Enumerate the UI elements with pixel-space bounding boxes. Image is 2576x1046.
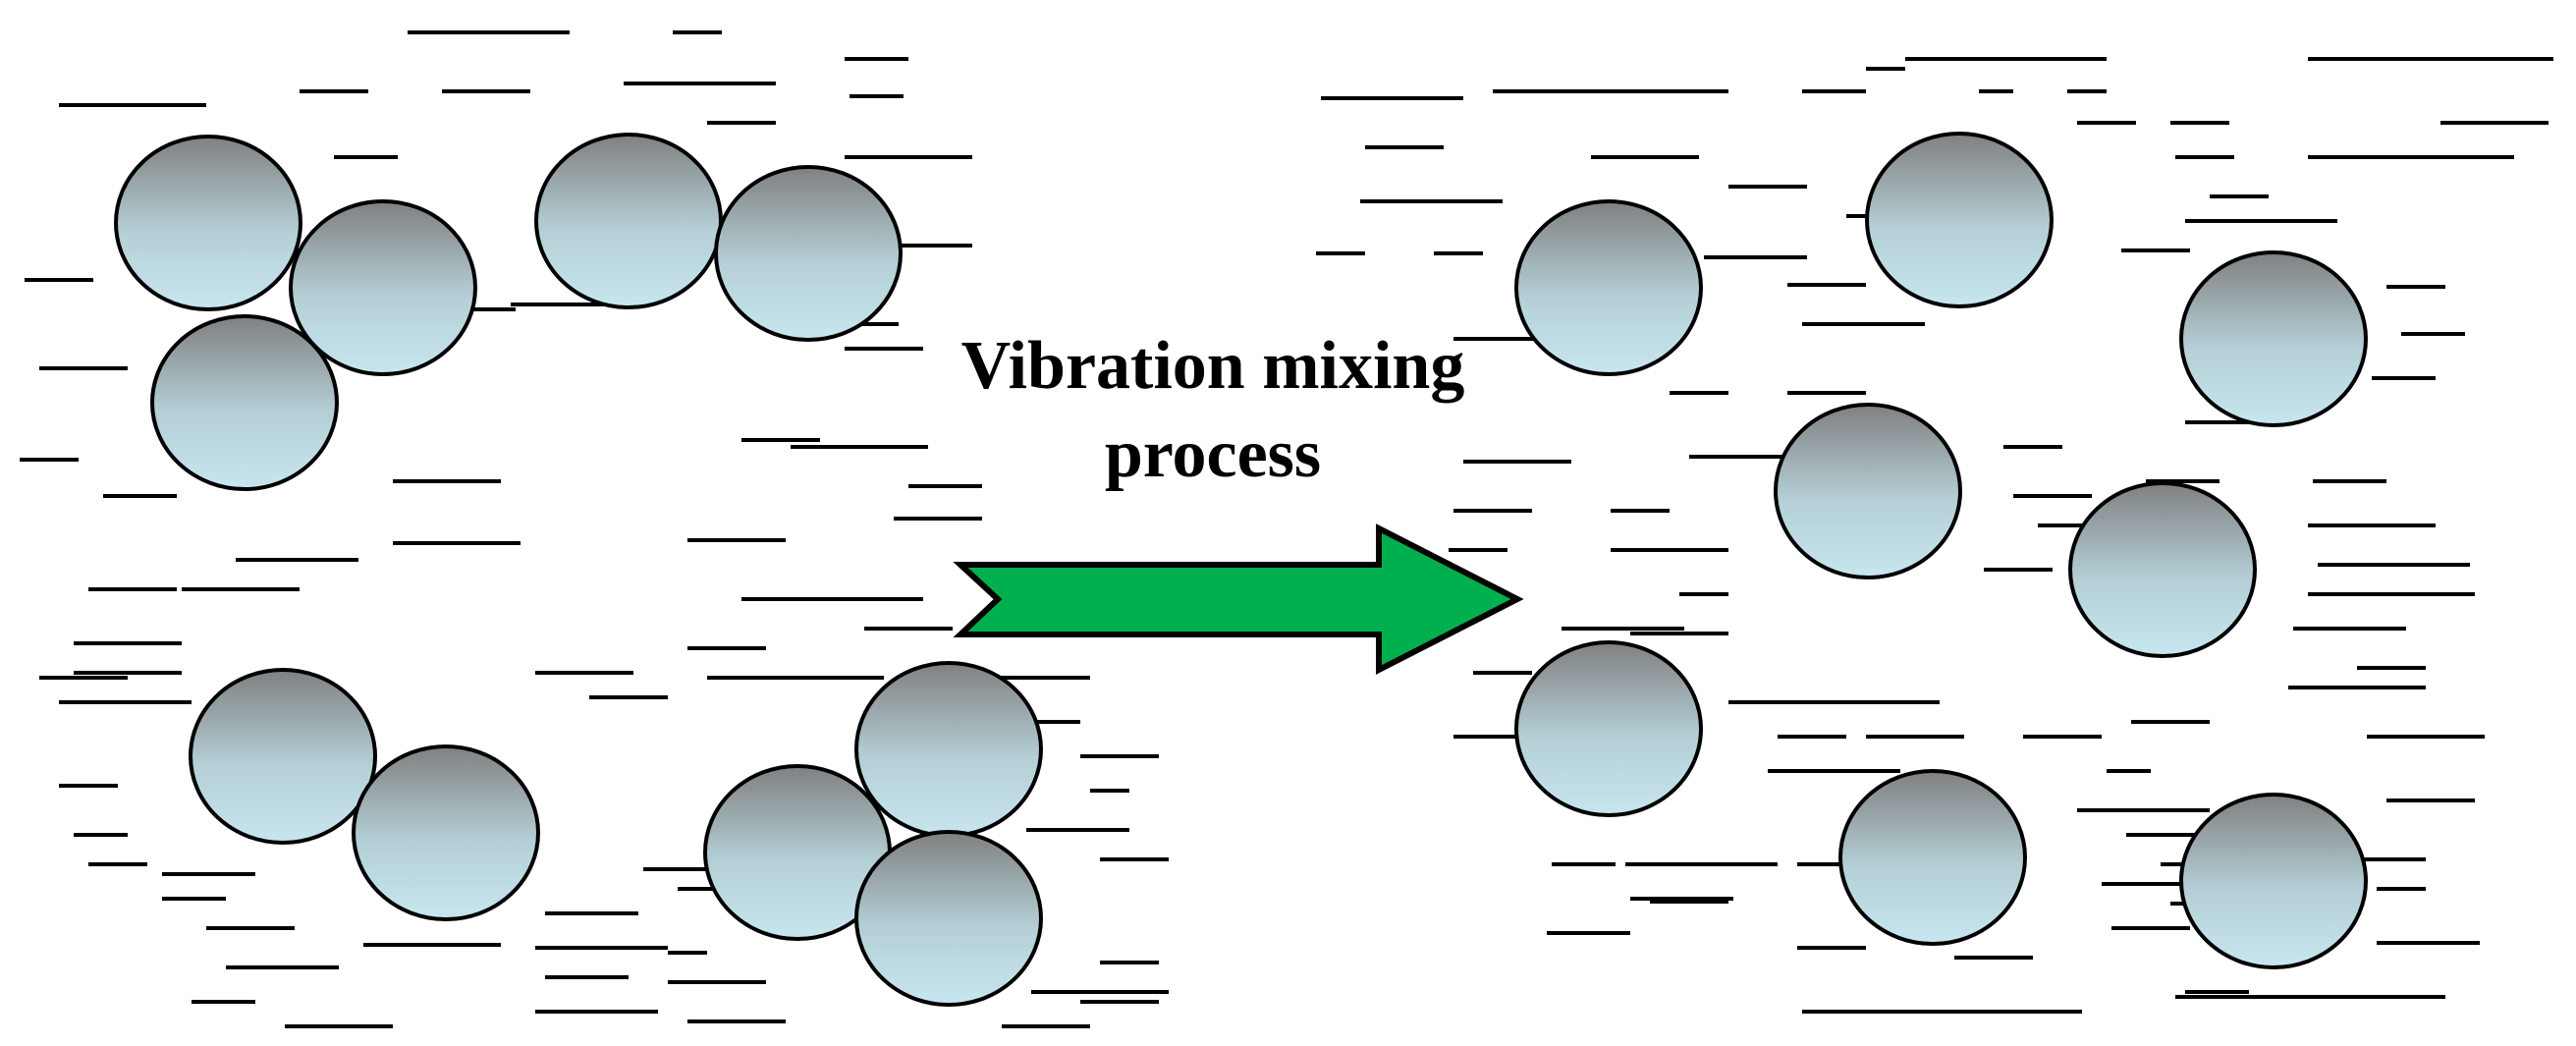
particle	[189, 668, 377, 845]
particle	[534, 133, 723, 309]
agglomerated-particles	[114, 133, 1043, 1007]
caption-line-2: process	[1104, 416, 1322, 492]
particle	[1865, 132, 2054, 308]
process-arrow	[953, 523, 1524, 675]
particle	[114, 135, 302, 311]
particle	[1838, 769, 2027, 946]
particle	[289, 199, 477, 376]
particle	[1514, 199, 1703, 376]
particle	[2179, 250, 2368, 427]
caption-line-1: Vibration mixing	[960, 328, 1465, 404]
particle	[1514, 640, 1703, 817]
particle	[352, 744, 540, 921]
particle	[2068, 481, 2257, 658]
particle	[854, 661, 1043, 838]
particle	[2179, 793, 2368, 969]
particle	[150, 314, 339, 491]
dispersed-particles	[1514, 132, 2368, 969]
particle	[714, 165, 903, 342]
particle	[1774, 403, 1962, 579]
particle	[854, 830, 1043, 1007]
process-caption: Vibration mixing process	[889, 322, 1537, 499]
